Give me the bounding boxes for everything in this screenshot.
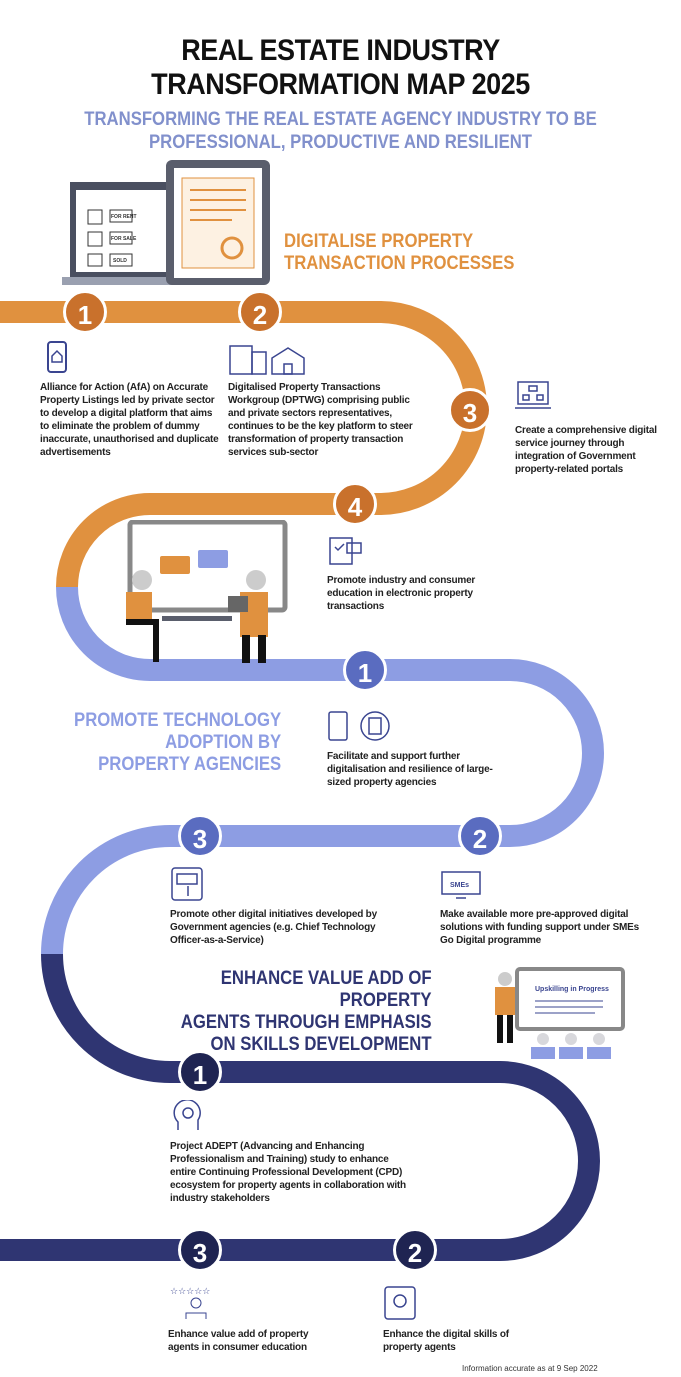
education-icon [329,537,362,565]
laptop-listings-illustration: FOR RENT FOR SALE SOLD [62,160,270,285]
step-text: Enhance value add of property agents in … [168,1329,309,1353]
smes-monitor-icon: SMEs [441,871,481,899]
step-circle-2: 2 [393,1228,437,1272]
svg-text:SMEs: SMEs [450,882,469,889]
step-text: Promote industry and consumer education … [327,575,476,612]
rated-agent-icon: ☆☆☆☆☆ [170,1287,210,1319]
step-text: Digitalised Property Transactions Workgr… [228,382,413,458]
buildings-icon [229,345,305,375]
step-circle-2: 2 [238,290,282,334]
svg-text:SOLD: SOLD [113,258,127,264]
step-text: Enhance the digital skills of property a… [383,1329,509,1353]
step-circle-1: 1 [63,290,107,334]
lightbulb-head-icon [173,1100,201,1130]
meeting-illustration [126,520,288,663]
step-text: Promote other digital initiatives develo… [170,909,377,946]
path-purple [41,586,604,955]
upskilling-illustration: Upskilling in Progress [495,967,625,1059]
svg-text:☆☆☆☆☆: ☆☆☆☆☆ [170,1287,210,1297]
path-navy [0,953,600,1261]
step-circle-3: 3 [178,1228,222,1272]
page-subtitle: TRANSFORMING THE REAL ESTATE AGENCY INDU… [84,109,597,153]
digital-skills-tablet-icon [384,1286,416,1320]
path-orange [0,301,487,588]
step-circle-1: 1 [343,648,387,692]
step-text: Make available more pre-approved digital… [440,909,640,946]
step-circle-1: 1 [178,1050,222,1094]
tablet-support-icon [171,867,203,901]
step-text: Project ADEPT (Advancing and Enhancing P… [170,1141,406,1204]
footer-note: Information accurate as at 9 Sep 2022 [462,1364,598,1373]
step-text: Facilitate and support further digitalis… [327,751,493,788]
step-circle-3: 3 [178,814,222,858]
svg-text:Upskilling in Progress: Upskilling in Progress [535,986,609,993]
svg-text:FOR RENT: FOR RENT [111,214,137,220]
step-text: Alliance for Action (AfA) on Accurate Pr… [40,382,219,458]
mobile-listing-icon [47,341,67,373]
step-circle-2: 2 [458,814,502,858]
svg-text:FOR SALE: FOR SALE [111,236,137,242]
step-circle-3: 3 [448,388,492,432]
step-text: Create a comprehensive digital service j… [515,425,657,475]
step-circle-4: 4 [333,482,377,526]
agency-digital-icon [328,711,390,741]
digital-journey-icon [515,381,551,409]
